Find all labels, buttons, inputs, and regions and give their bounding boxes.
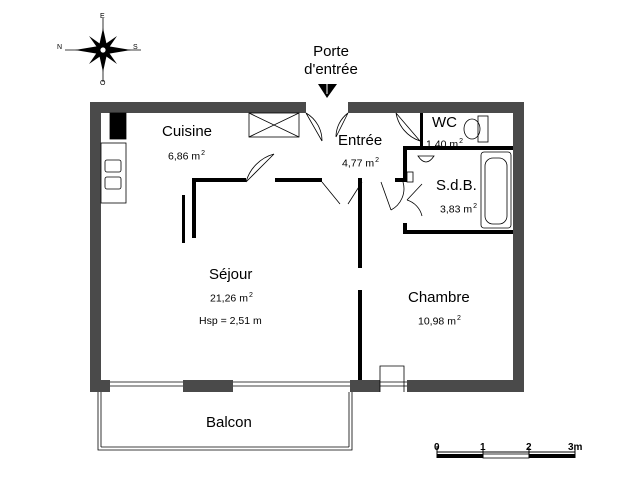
bathroom-fixtures (406, 115, 512, 229)
room-height-sejour: Hsp = 2,51 m (199, 315, 262, 327)
compass-e: E (100, 13, 105, 20)
room-name-wc: WC (432, 114, 457, 131)
room-name-entree: Entrée (338, 132, 383, 149)
scale-label-2: 2 (526, 442, 532, 453)
kitchen-fixtures (100, 112, 300, 204)
interior-walls (182, 113, 513, 380)
compass-o: O (100, 80, 106, 87)
room-area-chambre: 10,98 m2 (418, 315, 461, 328)
room-area-wc: 1,40 m2 (426, 138, 464, 151)
balcony-outline (97, 392, 353, 451)
compass-s: S (133, 44, 138, 51)
scale-bar (436, 446, 576, 459)
scale-label-0: 0 (434, 442, 440, 453)
door-swings (245, 112, 423, 392)
room-name-balcon: Balcon (206, 414, 252, 431)
outer-walls (90, 102, 524, 392)
entrance-label-2: d'entrée (304, 61, 358, 78)
entrance-label-1: Porte (313, 43, 349, 60)
compass-n: N (57, 44, 63, 51)
scale-label-3m: 3m (568, 442, 583, 453)
room-name-chambre: Chambre (408, 289, 470, 306)
bay-windows (110, 381, 407, 387)
room-area-sdb: 3,83 m2 (440, 203, 478, 216)
compass-rose-icon (65, 18, 141, 82)
room-name-sejour: Séjour (209, 266, 253, 283)
room-area-cuisine: 6,86 m2 (168, 150, 206, 163)
room-area-entree: 4,77 m2 (342, 157, 380, 170)
scale-label-1: 1 (480, 442, 486, 453)
room-area-sejour: 21,26 m2 (210, 292, 253, 305)
room-name-sdb: S.d.B. (436, 177, 477, 194)
room-name-cuisine: Cuisine (162, 123, 213, 140)
